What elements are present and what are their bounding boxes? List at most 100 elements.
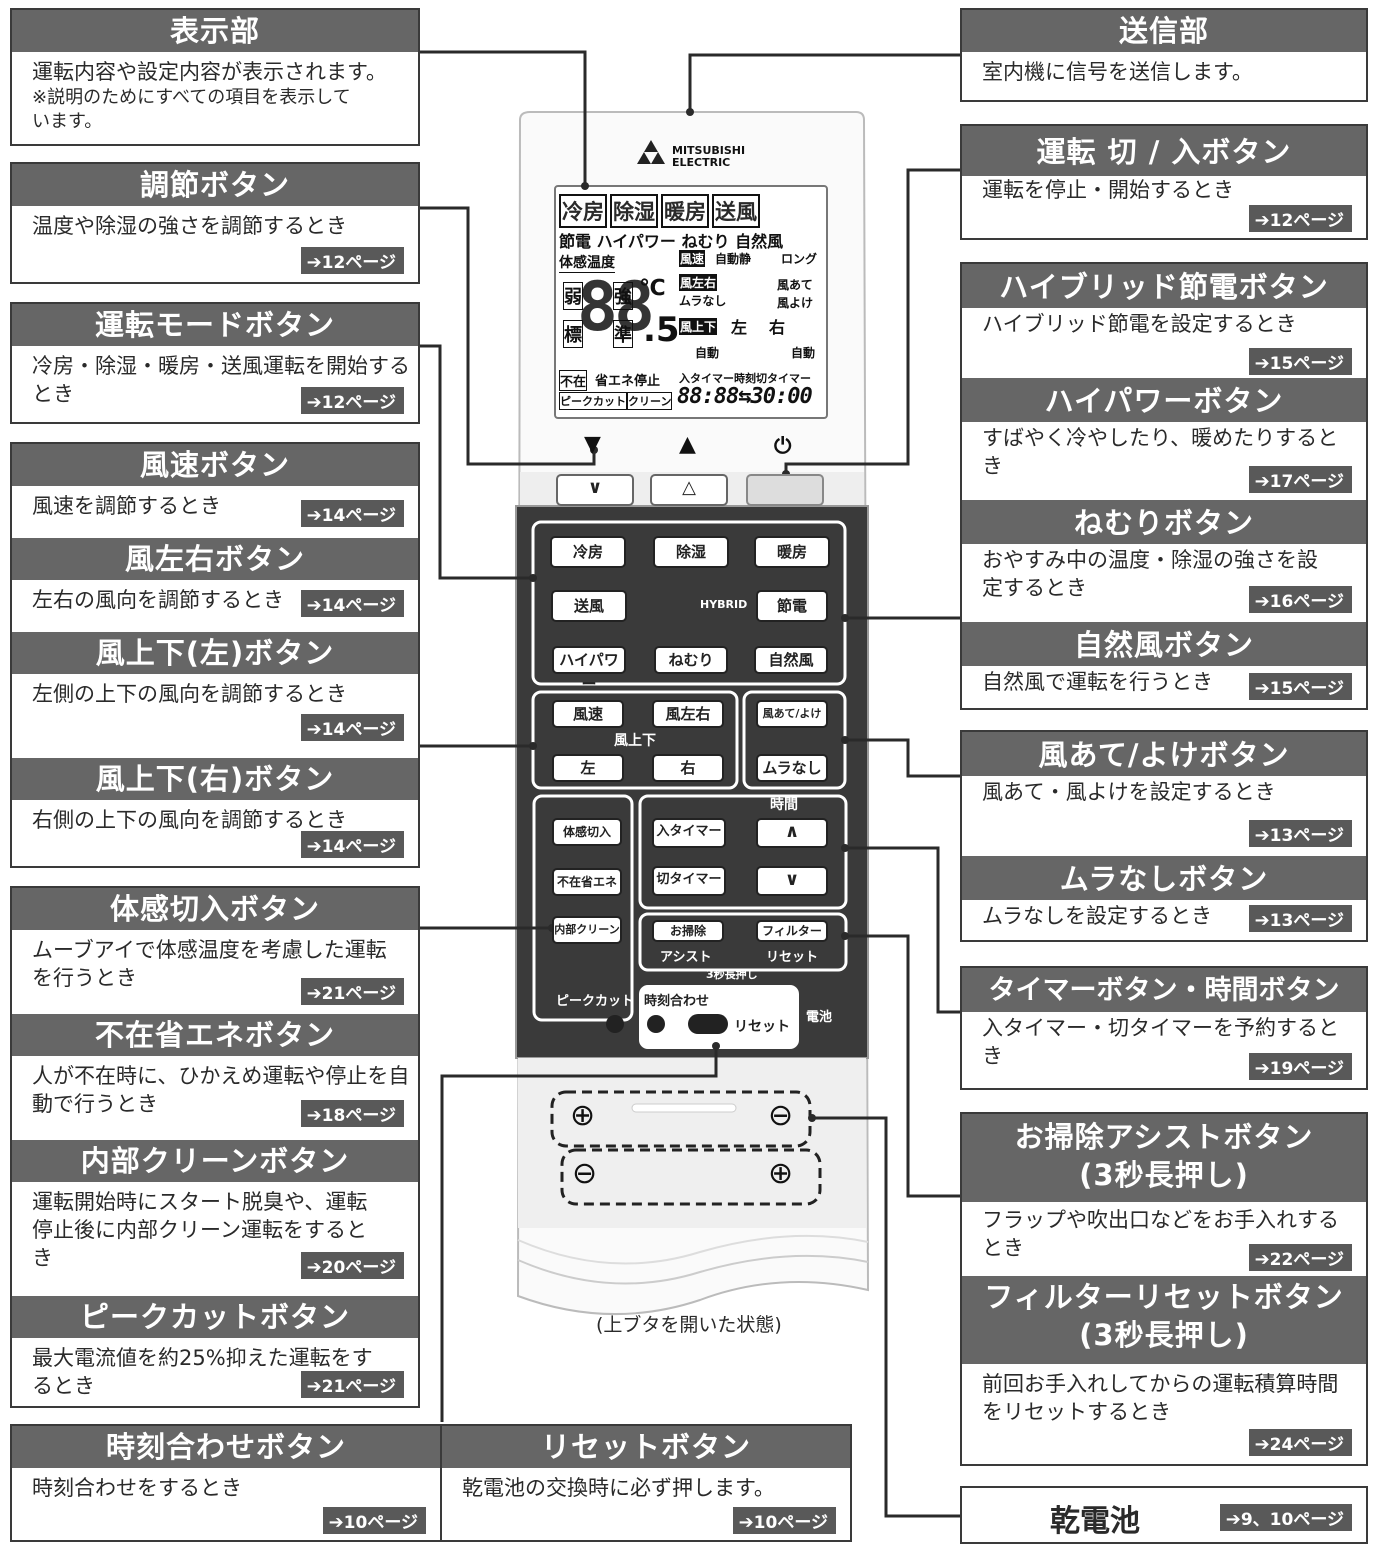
- sleep-button[interactable]: ねむり: [654, 646, 728, 674]
- assist-subtitle: (3秒長押し): [1079, 1158, 1249, 1192]
- lcd-mode-dry: 除湿: [610, 194, 658, 228]
- timer-desc: 入タイマー・切タイマーを予約するとき: [982, 1016, 1339, 1068]
- filter-title: フィルターリセットボタン: [984, 1280, 1344, 1314]
- setsuden-button[interactable]: 節電: [756, 590, 828, 622]
- ud-left-desc: 左側の上下の風向を調節するとき: [32, 682, 347, 706]
- dry-button[interactable]: 除湿: [653, 536, 729, 568]
- heat-button[interactable]: 暖房: [754, 536, 830, 568]
- temp-up-button[interactable]: △: [650, 474, 728, 506]
- ud-right-title: 風上下(右)ボタン: [12, 758, 418, 800]
- brand-line1: MITSUBISHI: [672, 144, 746, 157]
- wind-ud-right-button[interactable]: 右: [652, 754, 724, 782]
- fan-speed-button[interactable]: 風速: [552, 700, 624, 728]
- wind-lr-button[interactable]: 風左右: [652, 700, 724, 728]
- peak-page-ref[interactable]: 21ページ: [300, 1371, 404, 1398]
- battery1-minus-icon: ⊖: [768, 1098, 794, 1133]
- natural-wind-button[interactable]: 自然風: [754, 646, 828, 674]
- windhit-page-ref[interactable]: 13ページ: [1248, 820, 1352, 847]
- sleep-desc: おやすみ中の温度・除湿の強さを設定するとき: [982, 548, 1318, 600]
- clock-callout: 時刻合わせボタン 時刻合わせをするとき 10ページ: [10, 1424, 442, 1542]
- fuzai-page-ref[interactable]: 18ページ: [300, 1100, 404, 1127]
- timer-page-ref[interactable]: 19ページ: [1248, 1053, 1352, 1080]
- temp-down-button[interactable]: ∨: [556, 474, 634, 506]
- sleep-title: ねむりボタン: [962, 500, 1366, 544]
- hipower-desc: すばやく冷やしたり、暖めたりするとき: [982, 426, 1339, 478]
- clock-set-label: 時刻合わせ: [644, 994, 710, 1009]
- windhit-desc: 風あて・風よけを設定するとき: [982, 780, 1276, 804]
- lcd-auto-right: 自動: [791, 346, 816, 360]
- hybrid-logo: HYBRID: [700, 598, 748, 611]
- fan-speed-desc: 風速を調節するとき: [32, 494, 221, 518]
- taikan-title: 体感切入ボタン: [12, 888, 418, 930]
- time-down-button[interactable]: ∨: [756, 866, 828, 896]
- taikan-page-ref[interactable]: 21ページ: [300, 978, 404, 1005]
- hybrid-page-ref[interactable]: 15ページ: [1248, 348, 1352, 375]
- send-callout: 送信部 室内機に信号を送信します。: [960, 8, 1368, 102]
- clean-page-ref[interactable]: 20ページ: [300, 1252, 404, 1279]
- timer-callout: タイマーボタン・時間ボタン 入タイマー・切タイマーを予約するとき 19ページ: [960, 966, 1368, 1090]
- peak-title: ピークカットボタン: [12, 1296, 418, 1338]
- taikan-desc: ムーブアイで体感温度を考慮した運転を行うとき: [32, 938, 387, 990]
- clock-set-button[interactable]: [647, 1015, 665, 1033]
- fan-mode-button[interactable]: 送風: [551, 590, 627, 622]
- internal-clean-button[interactable]: 内部クリーン: [552, 916, 622, 944]
- lcd-fuusoku: 風速: [679, 250, 706, 267]
- hipower-page-ref[interactable]: 17ページ: [1248, 466, 1352, 493]
- assist-page-ref[interactable]: 22ページ: [1248, 1244, 1352, 1271]
- lcd-long: ロング: [781, 252, 818, 266]
- assist-desc: フラップや吹出口などをお手入れするとき: [982, 1208, 1339, 1260]
- hybrid-callout: ハイブリッド節電ボタン ハイブリッド節電を設定するとき 15ページ ハイパワーボ…: [960, 262, 1368, 710]
- lr-page-ref[interactable]: 14ページ: [300, 590, 404, 617]
- wind-ate-yoke-button[interactable]: 風あて/よけ: [756, 700, 828, 728]
- taikan-button[interactable]: 体感切入: [552, 818, 622, 846]
- ud-right-page-ref[interactable]: 14ページ: [300, 831, 404, 858]
- clock-page-ref[interactable]: 10ページ: [322, 1507, 426, 1534]
- battery-page-ref[interactable]: 9、10ページ: [1219, 1504, 1352, 1531]
- sleep-page-ref[interactable]: 16ページ: [1248, 586, 1352, 613]
- natural-page-ref[interactable]: 15ページ: [1248, 673, 1352, 700]
- power-callout: 運転 切 / 入ボタン 運転を停止・開始するとき 12ページ: [960, 124, 1368, 240]
- filter-subtitle: (3秒長押し): [1079, 1318, 1249, 1352]
- filter-page-ref[interactable]: 24ページ: [1248, 1429, 1352, 1456]
- lcd-taikan: 体感温度: [559, 252, 615, 273]
- lcd-peak: ピークカット: [559, 392, 627, 410]
- fan-speed-page-ref[interactable]: 14ページ: [300, 500, 404, 527]
- wind-ud-label: 風上下: [614, 733, 656, 749]
- lcd-dot: .5: [643, 310, 680, 350]
- peak-cut-button[interactable]: [606, 1015, 624, 1033]
- ud-left-page-ref[interactable]: 14ページ: [300, 714, 404, 741]
- lcd-jun: 準: [613, 320, 633, 348]
- power-button[interactable]: [746, 474, 824, 506]
- on-timer-button[interactable]: 入タイマー: [652, 818, 726, 848]
- time-up-button[interactable]: ∧: [756, 818, 828, 848]
- lcd-shoene: 省エネ停止: [595, 374, 661, 389]
- assist-button[interactable]: お掃除: [652, 920, 724, 942]
- mode-callout: 運転モードボタン 冷房・除湿・暖房・送風運転を開始するとき 12ページ: [10, 302, 420, 424]
- power-page-ref[interactable]: 12ページ: [1248, 205, 1352, 232]
- off-timer-button[interactable]: 切タイマー: [652, 866, 726, 896]
- wind-ud-left-button[interactable]: 左: [552, 754, 624, 782]
- lcd-fuzai: 不在: [559, 370, 588, 391]
- reset-button[interactable]: [688, 1014, 728, 1034]
- lcd-jouge: 風上下: [679, 318, 718, 335]
- battery2-minus-icon: ⊖: [572, 1156, 598, 1191]
- reset-page-ref[interactable]: 10ページ: [732, 1507, 836, 1534]
- lcd-right: 右: [769, 318, 786, 337]
- lcd-timer-line: 入タイマー時刻切タイマー: [679, 372, 811, 385]
- cool-button[interactable]: 冷房: [550, 536, 626, 568]
- battery-label: 電池: [806, 1010, 833, 1025]
- muranashi-page-ref[interactable]: 13ページ: [1248, 905, 1352, 932]
- display-note: ※説明のためにすべての項目を表示して います。: [32, 87, 387, 132]
- filter-reset-button[interactable]: フィルター: [756, 920, 828, 942]
- down-arrow-icon: ▼: [584, 432, 601, 457]
- lcd-clean: クリーン: [627, 392, 673, 410]
- adjust-desc: 温度や除湿の強さを調節するとき: [32, 214, 347, 238]
- adjust-title: 調節ボタン: [12, 164, 418, 206]
- fuzai-button[interactable]: 不在省エネ: [552, 868, 622, 896]
- mode-page-ref[interactable]: 12ページ: [300, 387, 404, 414]
- ud-left-title: 風上下(左)ボタン: [12, 632, 418, 674]
- muranashi-button[interactable]: ムラなし: [756, 754, 828, 782]
- lcd-left: 左: [731, 318, 748, 337]
- adjust-page-ref[interactable]: 12ページ: [300, 247, 404, 274]
- hipower-button[interactable]: ハイパワー: [552, 646, 626, 693]
